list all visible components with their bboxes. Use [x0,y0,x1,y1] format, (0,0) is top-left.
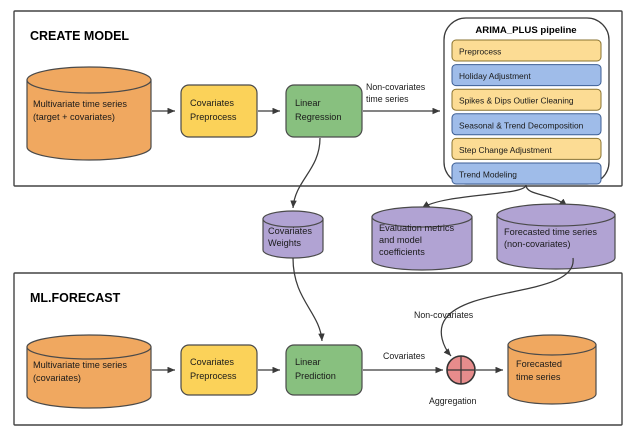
artifact-0-line1: Covariates [268,226,312,236]
linear-regression-box: Linear Regression [285,84,363,138]
create-model-preprocess-line2: Preprocess [190,112,237,122]
ml-forecast-preprocess-line2: Preprocess [190,371,237,381]
edge-regression-to-weights [290,137,321,209]
artifact-1-line3: coefficients [379,247,425,257]
pipeline-step-5[interactable] [451,162,602,185]
ml-forecast-output-line2: time series [516,372,561,382]
ml-forecast-output-line1: Forecasted [516,359,562,369]
pipeline-step-label-2: Spikes & Dips Outlier Cleaning [459,96,574,106]
edge-noncovariates-label-line2: time series [366,94,409,104]
artifact-covariates-weights: Covariates Weights [262,210,324,259]
ml-forecast-input-datastore: Multivariate time series (covariates) [26,334,152,409]
artifact-1-line1: Evaluation metrics [379,223,454,233]
pipeline-step-label-1: Holiday Adjustment [459,71,531,81]
create-model-preprocess-line1: Covariates [190,98,234,108]
linear-prediction-line1: Linear [295,357,321,367]
linear-regression-line2: Regression [295,112,341,122]
linear-regression-line1: Linear [295,98,321,108]
linear-prediction-line2: Prediction [295,371,336,381]
create-model-preprocess-box: Covariates Preprocess [180,84,258,138]
edge-noncovariates-to-aggregation [440,257,574,357]
artifact-evaluation-metrics: Evaluation metrics and model coefficient… [371,206,473,271]
create-model-input-line1: Multivariate time series [33,99,127,109]
pipeline-step-2[interactable] [451,88,602,111]
create-model-input-line2: (target + covariates) [33,112,115,122]
edge-weights-to-prediction [292,257,325,342]
ml-forecast-title: ML.FORECAST [30,291,121,305]
ml-forecast-input-line1: Multivariate time series [33,360,127,370]
edge-pipeline-to-eval [421,184,527,209]
edge-noncovariates-label-line1: Non-covariates [366,82,426,92]
pipeline-step-4[interactable] [451,137,602,160]
pipeline-step-label-4: Step Change Adjustment [459,145,552,155]
linear-prediction-box: Linear Prediction [285,344,363,396]
artifact-2-line1: Forecasted time series [504,227,597,237]
create-model-input-datastore: Multivariate time series (target + covar… [26,66,152,161]
pipeline-step-1[interactable] [451,64,602,87]
ml-forecast-preprocess-line1: Covariates [190,357,234,367]
artifact-1-line2: and model [379,235,422,245]
create-model-title: CREATE MODEL [30,29,129,43]
edge-non-covariates-label: Non-covariates [414,310,474,320]
edge-covariates-label: Covariates [383,351,426,361]
ml-forecast-preprocess-box: Covariates Preprocess [180,344,258,396]
pipeline-title: ARIMA_PLUS pipeline [475,25,576,36]
pipeline-step-3[interactable] [451,113,602,136]
pipeline-step-0[interactable] [451,39,602,62]
ml-forecast-output-datastore: Forecasted time series [507,334,597,405]
pipeline-step-label-0: Preprocess [459,47,501,57]
edge-pipeline-to-forecast [525,184,568,207]
pipeline-step-label-5: Trend Modeling [459,170,517,180]
artifact-2-line2: (non-covariates) [504,239,570,249]
ml-forecast-input-line2: (covariates) [33,373,81,383]
artifact-forecasted-noncovariates: Forecasted time series (non-covariates) [496,203,616,270]
artifact-0-line2: Weights [268,238,301,248]
aggregation-label: Aggregation [429,396,477,406]
pipeline-step-label-3: Seasonal & Trend Decomposition [459,120,584,130]
aggregation-node [446,355,476,385]
